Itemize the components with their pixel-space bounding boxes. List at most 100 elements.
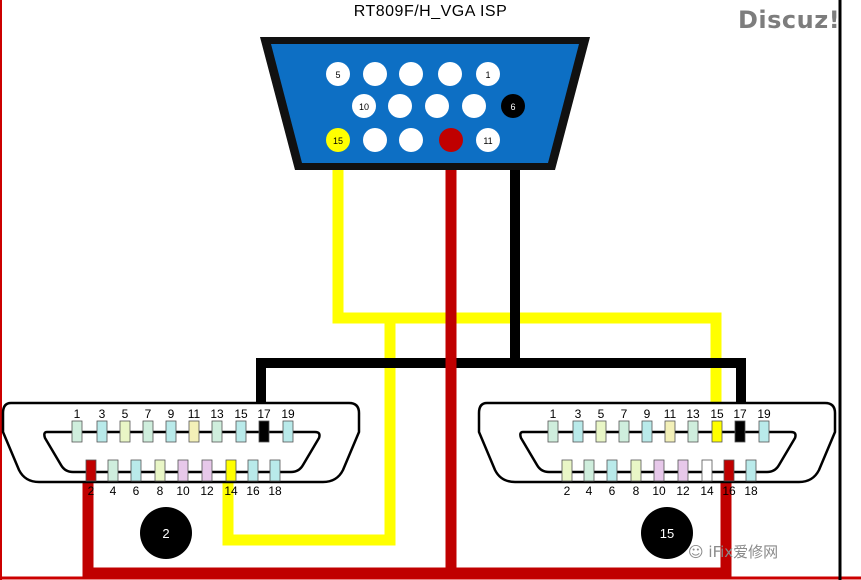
vga-pin xyxy=(363,62,387,86)
hdmi-pin-label: 3 xyxy=(99,407,106,421)
hdmi-pin-top xyxy=(142,420,154,443)
vga-pin xyxy=(476,62,500,86)
vga-pins: 5 1 10 6 15 11 xyxy=(326,62,525,152)
vga-pin xyxy=(438,62,462,86)
hdmi-pin-label: 4 xyxy=(110,484,117,498)
vga-pin xyxy=(326,62,350,86)
vga-pin xyxy=(462,94,486,118)
hdmi-pin-label: 8 xyxy=(157,484,164,498)
hdmi-pin-bottom xyxy=(677,459,689,482)
vga-pin xyxy=(363,128,387,152)
hdmi-pin-label: 10 xyxy=(176,484,190,498)
hdmi-pin-bottom xyxy=(606,459,618,482)
hdmi-pin-top xyxy=(165,420,177,443)
hdmi-pin-top xyxy=(572,420,584,443)
hdmi-pin-top xyxy=(734,420,746,443)
hdmi-pin-label: 18 xyxy=(744,484,758,498)
vga-pin-label: 5 xyxy=(335,70,340,80)
hdmi-pin-bottom xyxy=(154,459,166,482)
hdmi-pin-top xyxy=(664,420,676,443)
hdmi-pin-label: 11 xyxy=(188,407,201,421)
vga-pin xyxy=(476,128,500,152)
hdmi-pin-label: 12 xyxy=(200,484,214,498)
hdmi-pin-label: 11 xyxy=(664,407,677,421)
hdmi-pin-top xyxy=(258,420,270,443)
vga-pin-label: 6 xyxy=(510,102,515,112)
hdmi-pin-bottom xyxy=(269,459,281,482)
ifix-watermark: ☺ iFix爱修网 xyxy=(688,541,778,562)
hdmi-pin-label: 3 xyxy=(575,407,582,421)
vga-pin-label: 11 xyxy=(483,136,492,146)
vga-pin xyxy=(399,128,423,152)
hdmi-pin-label: 18 xyxy=(268,484,282,498)
hdmi-pin-bottom xyxy=(561,459,573,482)
yellow-wire xyxy=(222,140,722,546)
hdmi-pin-label: 7 xyxy=(621,407,628,421)
hdmi-pin-bottom xyxy=(723,459,735,482)
hdmi-pin-top xyxy=(96,420,108,443)
vga-pin xyxy=(439,128,463,152)
hdmi-pin-label: 19 xyxy=(281,407,295,421)
hdmi-pin-label: 16 xyxy=(246,484,260,498)
hdmi-pin-bottom xyxy=(85,459,97,482)
vga-pin-label: 15 xyxy=(333,136,343,146)
hdmi-pin-label: 7 xyxy=(145,407,152,421)
hdmi-pin-label: 1 xyxy=(74,407,81,421)
vga-pin xyxy=(388,94,412,118)
hdmi-pin-label: 1 xyxy=(550,407,557,421)
hdmi-pin-label: 14 xyxy=(224,484,238,498)
vga-pin xyxy=(501,94,525,118)
hdmi-pin-bottom xyxy=(247,459,259,482)
hdmi-pin-label: 9 xyxy=(644,407,651,421)
hdmi-pin-top xyxy=(758,420,770,443)
hdmi-pin-bottom xyxy=(201,459,213,482)
hdmi-pin-bottom xyxy=(701,459,713,482)
vga-pin xyxy=(326,128,350,152)
title: RT809F/H_VGA ISP xyxy=(353,3,508,20)
hdmi-pin-label: 4 xyxy=(586,484,593,498)
badge-left: 2 xyxy=(140,507,192,559)
vga-connector xyxy=(260,37,590,170)
hdmi-pin-top xyxy=(547,420,559,443)
red-wire xyxy=(82,140,732,579)
hdmi-pin-top xyxy=(71,420,83,443)
hdmi-pin-bottom xyxy=(630,459,642,482)
vga-pin-label: 1 xyxy=(485,70,490,80)
hdmi-pin-top xyxy=(618,420,630,443)
vga-pin xyxy=(352,94,376,118)
hdmi-pin-bottom xyxy=(225,459,237,482)
vga-pin-label: 10 xyxy=(359,102,369,112)
hdmi-pin-bottom xyxy=(653,459,665,482)
hdmi-pin-label: 17 xyxy=(257,407,271,421)
badge-left-label: 2 xyxy=(162,526,169,541)
hdmi-pin-top xyxy=(595,420,607,443)
hdmi-pin-bottom xyxy=(107,459,119,482)
vga-pin xyxy=(399,62,423,86)
hdmi-pin-label: 19 xyxy=(757,407,771,421)
watermark-text: iFix爱修网 xyxy=(708,543,779,561)
hdmi-pin-top xyxy=(641,420,653,443)
hdmi-pin-label: 14 xyxy=(700,484,714,498)
hdmi-pin-bottom xyxy=(583,459,595,482)
hdmi-pin-bottom xyxy=(177,459,189,482)
hdmi-pin-top xyxy=(711,420,723,443)
hdmi-pin-label: 5 xyxy=(122,407,129,421)
hdmi-pin-label: 6 xyxy=(609,484,616,498)
hdmi-pin-label: 5 xyxy=(598,407,605,421)
hdmi-pin-label: 13 xyxy=(686,407,700,421)
hdmi-pin-label: 13 xyxy=(210,407,224,421)
hdmi-pin-label: 8 xyxy=(633,484,640,498)
badge-right-label: 15 xyxy=(660,526,674,541)
hdmi-pin-label: 9 xyxy=(168,407,175,421)
hdmi-pin-top xyxy=(282,420,294,443)
hdmi-pin-label: 10 xyxy=(652,484,666,498)
hdmi-pin-top xyxy=(188,420,200,443)
hdmi-pin-top xyxy=(235,420,247,443)
hdmi-pin-label: 12 xyxy=(676,484,690,498)
hdmi-pin-bottom xyxy=(130,459,142,482)
hdmi-pin-label: 6 xyxy=(133,484,140,498)
hdmi-pin-label: 16 xyxy=(722,484,736,498)
